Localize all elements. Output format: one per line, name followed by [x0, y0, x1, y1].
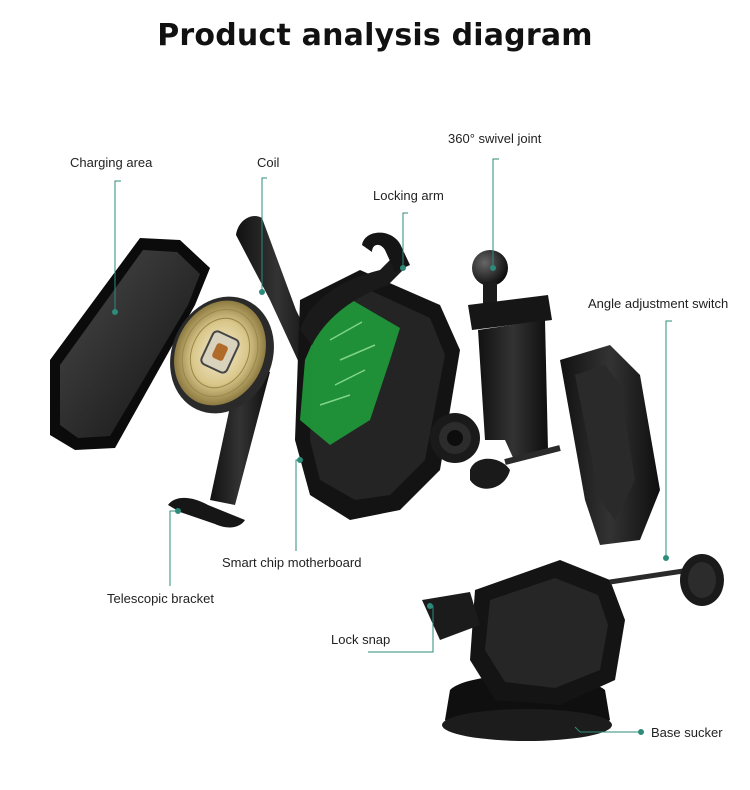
page-title: Product analysis diagram: [157, 18, 593, 53]
label-swivel-joint: 360° swivel joint: [448, 131, 542, 146]
label-charging-area: Charging area: [70, 155, 153, 170]
coil: [170, 296, 274, 414]
label-telescopic-bracket: Telescopic bracket: [107, 591, 214, 606]
gravity-arm: [168, 215, 318, 528]
locking-arm-housing: [295, 232, 480, 520]
label-locking-arm: Locking arm: [373, 188, 444, 203]
extension-arm: [560, 345, 660, 545]
label-coil: Coil: [257, 155, 280, 170]
base-sucker: [422, 554, 724, 741]
label-lock-snap: Lock snap: [331, 632, 391, 647]
label-smart-chip-motherboard: Smart chip motherboard: [222, 555, 362, 570]
swivel-joint: [468, 250, 561, 489]
leader-lines: [112, 158, 672, 735]
charging-pad: [50, 238, 210, 450]
label-angle-adjustment-switch: Angle adjustment switch: [588, 296, 729, 311]
label-base-sucker: Base sucker: [651, 725, 723, 740]
